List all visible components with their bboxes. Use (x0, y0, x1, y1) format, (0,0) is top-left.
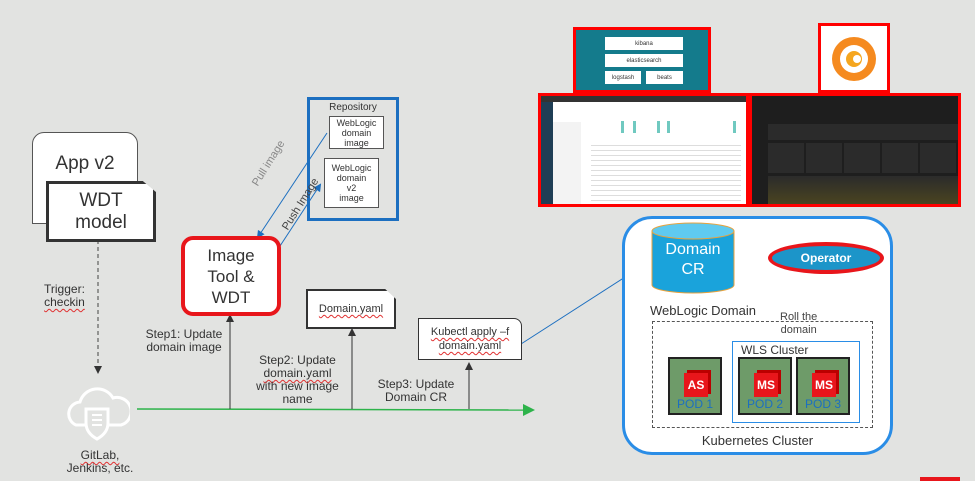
image1-line1: WebLogic (336, 117, 377, 128)
beats-tile: beats (646, 71, 683, 84)
domain-cr-line2: CR (681, 261, 705, 278)
push-image-arrow (279, 183, 322, 247)
operator-node: Operator (768, 242, 884, 274)
grafana-screenshot (749, 93, 961, 207)
elk-stack-panel: kibana elasticsearch logstash beats (573, 27, 711, 93)
wdt-model-line1: WDT (79, 189, 123, 211)
pod-label: POD 2 (746, 397, 783, 411)
pull-image-arrow (256, 132, 328, 239)
slide-accent-bar (920, 477, 960, 481)
kibana-screenshot (538, 93, 749, 207)
wls-cluster-label: WLS Cluster (741, 343, 809, 357)
trigger-line2: checkin (44, 295, 85, 309)
kubectl-to-cr-arrow (520, 268, 638, 345)
roll-line1: Roll the (780, 311, 818, 323)
step3-line2: Domain CR (384, 390, 447, 404)
server-cube-icon: MS (754, 373, 778, 397)
roll-line2: domain (780, 324, 817, 336)
domain-yaml-doc: Domain.yaml (306, 289, 396, 329)
kubectl-box: Kubectl apply –f domain.yaml (418, 318, 522, 360)
domain-cr-line1: Domain (665, 241, 721, 258)
step1-line2: domain image (146, 340, 222, 354)
wdt-model-line2: model (75, 211, 127, 233)
step2-line1: Step2: Update (259, 353, 336, 367)
ci-line2: Jenkins, etc. (66, 461, 134, 475)
pod-label: POD 1 (676, 397, 713, 411)
logstash-tile: logstash (605, 71, 641, 84)
image1-line3: image (344, 137, 369, 148)
image2-line1: WebLogic (331, 163, 372, 173)
step2-line4: name (282, 392, 313, 406)
ci-line1: GitLab, (80, 448, 120, 462)
domain-yaml-label: Domain.yaml (318, 303, 384, 315)
pod-label: POD 3 (804, 397, 841, 411)
image-tool-line2: Tool & (207, 266, 255, 286)
grafana-logo-icon (818, 23, 890, 93)
server-cube-icon: MS (812, 373, 836, 397)
app-v2-label: App v2 (55, 153, 115, 174)
server-cube-icon: AS (684, 373, 708, 397)
operator-label: Operator (800, 251, 852, 265)
step2-line3: with new image (256, 379, 339, 393)
wls-cluster-box: WLS Cluster (732, 341, 860, 423)
image-tool-line1: Image (207, 245, 255, 265)
kubectl-line2: domain.yaml (438, 340, 502, 352)
image2-line3: v2 (346, 183, 357, 193)
repository-title: Repository (329, 102, 377, 113)
step1-line1: Step1: Update (145, 327, 223, 341)
pipeline-line (136, 403, 535, 416)
trigger-label: Trigger: checkin (44, 283, 85, 309)
image2-line2: domain (336, 173, 367, 183)
step3-line1: Step3: Update (377, 377, 455, 391)
pod-2: MS POD 2 (738, 357, 792, 415)
cloud-shield-icon (64, 383, 133, 446)
ci-label: GitLab, Jenkins, etc. (50, 449, 150, 475)
image1-line2: domain (341, 127, 372, 138)
pod-3: MS POD 3 (796, 357, 850, 415)
kubernetes-title: Kubernetes Cluster (701, 433, 814, 448)
image2-line4: image (339, 193, 364, 203)
elasticsearch-tile: elasticsearch (605, 54, 683, 67)
kibana-tile: kibana (605, 37, 683, 50)
weblogic-domain-box (652, 321, 873, 428)
trigger-line1: Trigger: (44, 282, 85, 296)
wdt-model-doc: WDT model (46, 181, 156, 242)
step2-line2: domain.yaml (263, 366, 332, 380)
kubectl-line1: Kubectl apply –f (430, 326, 510, 338)
image-tool-box: Image Tool & WDT (181, 236, 281, 316)
weblogic-domain-label: WebLogic Domain (650, 303, 756, 318)
image-tool-line3: WDT (211, 287, 251, 307)
pod-1: AS POD 1 (668, 357, 722, 415)
